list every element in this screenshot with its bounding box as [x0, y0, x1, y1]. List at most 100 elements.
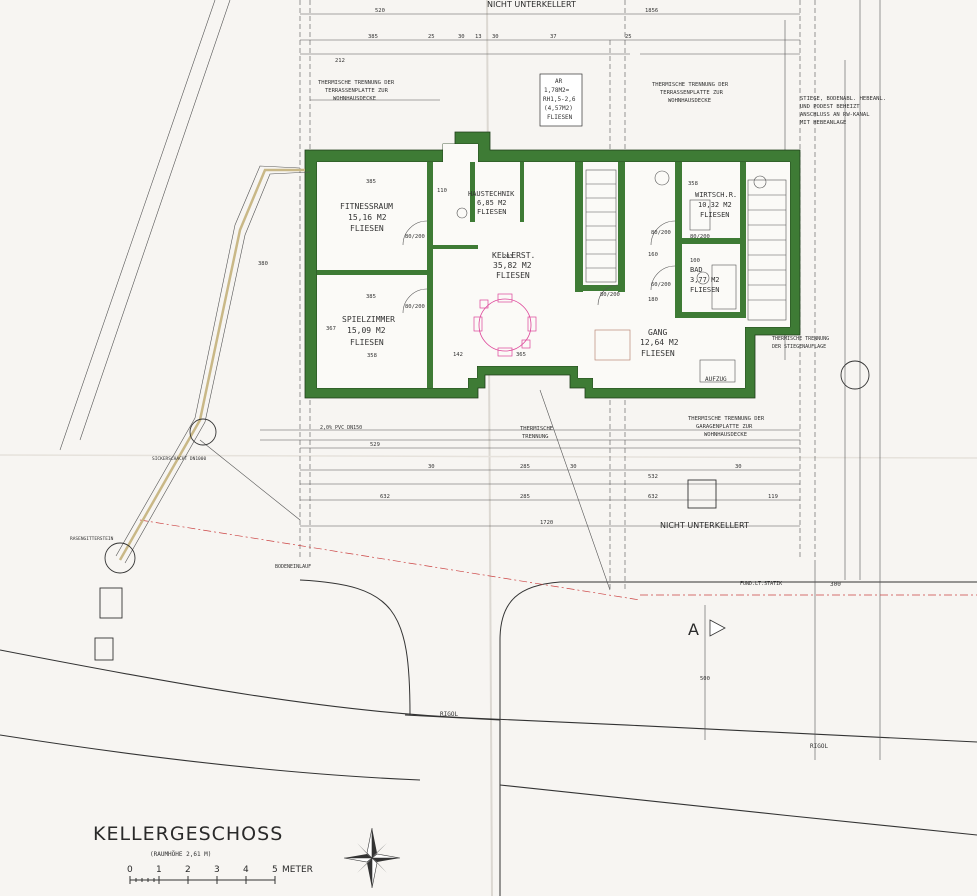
svg-text:35,82 M2: 35,82 M2 — [493, 261, 532, 270]
title-block: KELLERGESCHOSS (RAUMHÖHE 2,61 M) — [93, 823, 283, 858]
note-rigol-2: RIGOL — [810, 743, 828, 750]
svg-text:500: 500 — [700, 676, 710, 682]
dimension-lines-top — [300, 13, 800, 101]
note-pipe: 2,0% PVC DN150 — [320, 425, 362, 431]
svg-text:285: 285 — [520, 494, 530, 500]
bottom-label: NICHT UNTERKELLERT — [660, 521, 749, 530]
section-marker: A — [688, 605, 726, 740]
svg-text:380: 380 — [258, 261, 268, 267]
staircase — [585, 169, 787, 321]
svg-text:GARAGENPLATTE ZUR: GARAGENPLATTE ZUR — [696, 424, 753, 430]
dimensions-top: 520 1856 385 25 30 13 30 37 25 212 — [335, 8, 658, 64]
dining-table-icon — [473, 293, 631, 361]
dimension-lines-bottom — [260, 429, 800, 527]
svg-text:THERMISCHE TRENNUNG DER: THERMISCHE TRENNUNG DER — [318, 80, 395, 86]
svg-text:THERMISCHE TRENNUNG DER: THERMISCHE TRENNUNG DER — [652, 82, 729, 88]
svg-text:632: 632 — [648, 494, 658, 500]
svg-text:FLIESEN: FLIESEN — [350, 224, 384, 233]
svg-text:13: 13 — [475, 34, 482, 40]
svg-text:2: 2 — [185, 865, 191, 875]
svg-text:3,77 M2: 3,77 M2 — [690, 276, 720, 284]
svg-text:KELLERST.: KELLERST. — [492, 251, 535, 260]
svg-text:5: 5 — [272, 865, 278, 875]
svg-text:SPIELZIMMER: SPIELZIMMER — [342, 315, 395, 324]
svg-text:1720: 1720 — [540, 520, 553, 526]
svg-text:METER: METER — [282, 865, 313, 875]
svg-text:25: 25 — [625, 34, 632, 40]
page-subtitle: (RAUMHÖHE 2,61 M) — [150, 851, 211, 858]
note-thermische: THERMISCHE TRENNUNG — [520, 426, 553, 440]
ar-box: AR 1,78M2= RH1,5-2,6 (4,57M2) FLIESEN — [539, 73, 583, 127]
svg-text:60/200: 60/200 — [651, 282, 671, 288]
svg-text:367: 367 — [326, 326, 336, 332]
dimensions-interior: 110 203 142 365 180 358 367 385 385 358 … — [258, 179, 710, 682]
note-stiege: STIEGE, BODENABL. HEBEANL. UND PODEST BE… — [800, 96, 886, 126]
svg-text:GANG: GANG — [648, 328, 667, 337]
svg-text:160: 160 — [648, 252, 658, 258]
note-rigol-1: RIGOL — [440, 711, 458, 718]
svg-text:285: 285 — [520, 464, 530, 470]
svg-text:UND PODEST BEHEIZT: UND PODEST BEHEIZT — [800, 104, 860, 110]
room-wirtsch: WIRTSCH.R. 10,32 M2 FLIESEN — [695, 191, 737, 219]
svg-text:TRENNUNG: TRENNUNG — [522, 434, 549, 440]
svg-text:RH1,5-2,6: RH1,5-2,6 — [543, 96, 576, 103]
svg-text:15,16 M2: 15,16 M2 — [348, 213, 387, 222]
room-kellerst: KELLERST. 35,82 M2 FLIESEN — [492, 251, 535, 280]
note-sickerschacht: SICKERSCHACHT DN1000 — [152, 456, 206, 462]
svg-text:6,85 M2: 6,85 M2 — [477, 199, 507, 207]
svg-text:FLIESEN: FLIESEN — [496, 271, 530, 280]
svg-text:30: 30 — [428, 464, 435, 470]
svg-text:80/200: 80/200 — [690, 234, 710, 240]
note-stiegen-aufl: THERMISCHE TRENNUNG DER STIEGENAUFLAGE — [772, 336, 829, 350]
svg-text:12,64 M2: 12,64 M2 — [640, 338, 679, 347]
svg-text:25: 25 — [428, 34, 435, 40]
top-label: NICHT UNTERKELLERT — [487, 0, 576, 9]
svg-text:632: 632 — [380, 494, 390, 500]
svg-text:1,78M2=: 1,78M2= — [544, 87, 570, 94]
svg-text:MIT HEBEANLAGE: MIT HEBEANLAGE — [800, 120, 846, 126]
svg-text:80/200: 80/200 — [651, 230, 671, 236]
note-garage: THERMISCHE TRENNUNG DER GARAGENPLATTE ZU… — [688, 416, 765, 438]
door-swings — [402, 220, 676, 314]
svg-text:365: 365 — [516, 352, 526, 358]
svg-text:180: 180 — [648, 297, 658, 303]
svg-text:ANSCHLUSS AN RW-KANAL: ANSCHLUSS AN RW-KANAL — [800, 112, 870, 118]
svg-text:FLIESEN: FLIESEN — [350, 338, 384, 347]
svg-text:FLIESEN: FLIESEN — [641, 349, 675, 358]
svg-text:532: 532 — [648, 474, 658, 480]
note-aufzug: AUFZUG — [705, 376, 727, 383]
svg-text:TERRASSENPLATTE ZUR: TERRASSENPLATTE ZUR — [325, 88, 389, 94]
svg-text:FLIESEN: FLIESEN — [477, 208, 507, 216]
svg-text:WOHNHAUSDECKE: WOHNHAUSDECKE — [333, 96, 376, 102]
svg-text:WIRTSCH.R.: WIRTSCH.R. — [695, 191, 737, 199]
page-title: KELLERGESCHOSS — [93, 823, 283, 845]
svg-text:THERMISCHE TRENNUNG: THERMISCHE TRENNUNG — [772, 336, 829, 342]
bathroom-fixtures — [456, 170, 767, 383]
manholes — [94, 360, 870, 661]
building-walls — [304, 131, 801, 399]
svg-text:119: 119 — [768, 494, 778, 500]
svg-text:529: 529 — [370, 442, 380, 448]
svg-text:110: 110 — [437, 188, 447, 194]
note-bodeneinlauf: BODENEINLAUF — [275, 564, 311, 570]
svg-text:358: 358 — [688, 181, 698, 187]
dimensions-bottom: 529 30 285 30 532 30 119 632 285 632 172… — [370, 442, 778, 526]
room-fitness: FITNESSRAUM 15,16 M2 FLIESEN — [340, 202, 393, 233]
room-spiel: SPIELZIMMER 15,09 M2 FLIESEN — [342, 315, 395, 347]
svg-text:STIEGE, BODENABL. HEBEANL.: STIEGE, BODENABL. HEBEANL. — [800, 96, 886, 102]
scale-bar: 0 1 2 3 4 5 METER — [127, 865, 313, 884]
svg-text:212: 212 — [335, 58, 345, 64]
svg-text:80/200: 80/200 — [405, 234, 425, 240]
svg-text:3: 3 — [214, 865, 220, 875]
svg-text:AR: AR — [555, 78, 563, 85]
svg-text:BAD: BAD — [690, 266, 703, 274]
svg-text:1: 1 — [156, 865, 162, 875]
svg-text:4: 4 — [243, 865, 249, 875]
street-outline — [0, 579, 977, 896]
section-marker-label: A — [688, 620, 699, 639]
svg-text:80/200: 80/200 — [405, 304, 425, 310]
svg-text:30: 30 — [458, 34, 465, 40]
note-terrasse-left: THERMISCHE TRENNUNG DER TERRASSENPLATTE … — [318, 80, 395, 102]
svg-text:10,32 M2: 10,32 M2 — [698, 201, 732, 209]
